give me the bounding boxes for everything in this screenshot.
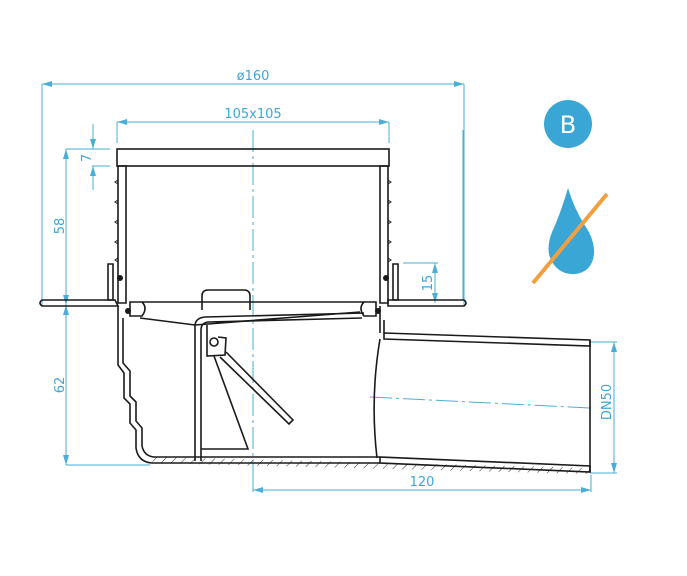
- trap-mechanism: [139, 289, 365, 461]
- dim-label-dn: DN50: [600, 384, 615, 420]
- dimension-grate-thickness: 7: [66, 124, 110, 190]
- dim-label-thickness: 7: [80, 154, 95, 162]
- dim-label-collar: 15: [421, 275, 436, 292]
- dimension-overall-diameter: ø160: [41, 69, 465, 305]
- drain-body: [117, 306, 590, 474]
- outlet-pipe: [373, 332, 591, 473]
- water-drop-icon: [548, 188, 595, 275]
- dimension-grate-size: 105x105: [116, 107, 390, 143]
- no-water-icon: [531, 188, 609, 285]
- outlet-centerline: [369, 396, 591, 409]
- dimension-outlet-length: 120: [252, 475, 592, 493]
- dimension-collar-height: 15: [403, 130, 464, 303]
- dimension-upper-height: 58: [53, 149, 69, 305]
- dim-label-upper-height: 58: [53, 218, 68, 235]
- dim-label-grate: 105x105: [224, 107, 281, 122]
- dimension-lower-height: 62: [53, 305, 150, 466]
- class-badge: B: [544, 100, 592, 148]
- dimension-outlet-diameter: DN50: [590, 341, 617, 474]
- strike-through-icon: [531, 192, 609, 285]
- flange: [39, 263, 467, 307]
- class-badge-label: B: [560, 111, 576, 139]
- dim-label-outlet-length: 120: [410, 475, 435, 490]
- dim-label-lower-height: 62: [53, 377, 68, 394]
- dim-label-diameter: ø160: [237, 69, 270, 84]
